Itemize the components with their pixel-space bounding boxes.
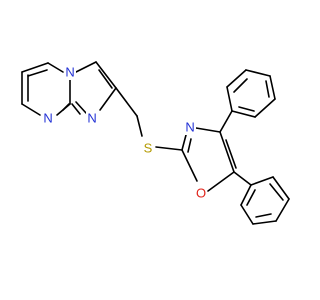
atom-o1: O: [195, 185, 207, 201]
bond: [252, 220, 277, 225]
bond: [255, 213, 272, 218]
atom-n4: N: [184, 119, 196, 135]
bond: [245, 69, 271, 77]
bond: [21, 103, 41, 116]
bond: [240, 204, 254, 225]
bond: [155, 146, 183, 151]
bond: [238, 106, 255, 112]
bond: [98, 69, 113, 89]
bond: [75, 101, 87, 114]
bond: [181, 149, 198, 182]
bond: [240, 184, 252, 206]
bond: [195, 127, 221, 133]
bond: [233, 171, 252, 186]
bond: [226, 69, 247, 88]
bond: [115, 87, 138, 117]
atom-n2: N: [42, 110, 54, 126]
atom-labels: N N N S N O: [42, 64, 207, 201]
bond: [75, 61, 97, 73]
bond: [272, 176, 290, 200]
bond: [27, 69, 48, 77]
atom-label: O: [196, 186, 206, 201]
bond: [226, 86, 233, 112]
bond: [47, 62, 64, 73]
bond: [246, 189, 256, 206]
bond: [250, 176, 274, 186]
bond-lines: [21, 61, 290, 225]
atom-label: S: [144, 141, 153, 156]
bond: [269, 183, 284, 201]
atom-label: N: [87, 111, 96, 126]
bond: [71, 103, 81, 115]
bond: [269, 75, 276, 100]
bond: [136, 115, 143, 137]
bond: [233, 78, 248, 93]
atom-label: N: [65, 65, 74, 80]
bond: [95, 61, 117, 89]
bond: [207, 171, 235, 192]
atom-n1: N: [64, 64, 76, 80]
atom-label: N: [185, 120, 194, 135]
bond: [254, 98, 276, 118]
bond: [265, 80, 270, 98]
bond: [21, 62, 49, 73]
bond: [231, 110, 256, 118]
molecule-structure-diagram: N N N S N O: [21, 61, 290, 225]
bond: [62, 103, 70, 111]
bond: [181, 134, 187, 151]
bond: [187, 138, 192, 153]
bond: [99, 87, 117, 111]
atom-label: N: [43, 111, 52, 126]
bond: [219, 110, 233, 133]
atom-s1: S: [142, 140, 154, 156]
atom-n3: N: [86, 110, 98, 126]
bond: [219, 131, 235, 173]
bond: [225, 139, 237, 169]
bond: [275, 198, 290, 222]
